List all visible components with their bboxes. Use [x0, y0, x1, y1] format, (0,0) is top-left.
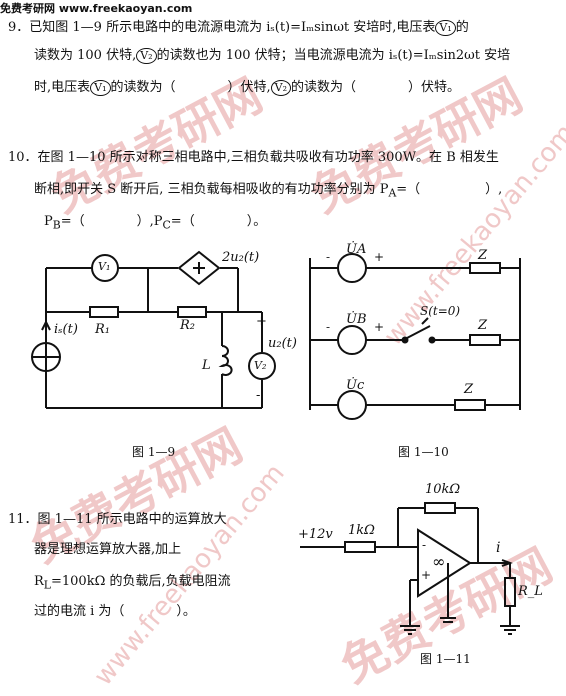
fig10-z-c: Z: [464, 382, 474, 397]
fig10-plus-a: +: [374, 250, 385, 264]
fig9-plus-label: +: [256, 314, 267, 329]
fig10-minus-b: -: [326, 320, 331, 334]
fig10-uc-label: U̇c: [346, 378, 365, 393]
q10-line3: PB=（ ）,PC=（ ）。: [44, 212, 266, 236]
fig9-src-label: 2u₂(t): [222, 250, 260, 265]
voltmeter-v1-symbol: V₁: [90, 80, 111, 96]
q10-text: =（ ）。: [170, 214, 267, 229]
q10-sub: C: [162, 218, 171, 232]
fig10-caption: 图 1—10: [398, 445, 449, 459]
figure-1-11: [300, 502, 520, 635]
fig11-inf-label: ∞: [432, 552, 446, 571]
fig10-z-a: Z: [478, 248, 488, 263]
fig9-v2-label: V₂: [254, 359, 267, 372]
q11-line1: 11．图 1—11 所示电路中的运算放大: [8, 512, 227, 527]
voltmeter-v1-symbol: V₁: [435, 20, 456, 36]
fig9-l-label: L: [202, 358, 211, 373]
fig9-minus-label: -: [256, 388, 261, 403]
fig9-r2-label: R₂: [180, 318, 195, 333]
fig9-is-label: iₛ(t): [54, 322, 78, 337]
figure-1-10: [309, 253, 521, 420]
q9-text: 读数为 100 伏特,: [34, 48, 137, 63]
q9-text: 的读数也为 100 伏特；当电流源电流为 iₛ(t)=Iₘsin2ωt 安培: [156, 48, 511, 63]
fig11-caption: 图 1—11: [420, 652, 471, 666]
q9-line1: 9．已知图 1—9 所示电路中的电流源电流为 iₛ(t)=Iₘsinωt 安培时…: [8, 18, 469, 38]
fig11-rf-label: 10kΩ: [425, 482, 461, 497]
q11-line3: RL=100kΩ 的负载后,负载电阻流: [34, 572, 231, 596]
q9-text: 时,电压表: [34, 80, 91, 95]
q11-sub: L: [43, 578, 51, 592]
q10-sub: B: [52, 218, 61, 232]
fig11-minus-label: -: [422, 538, 427, 552]
fig10-z-b: Z: [478, 318, 488, 333]
voltmeter-v2-symbol: V₂: [270, 80, 291, 96]
fig9-v1-label: V₁: [98, 260, 111, 273]
q10-text: P: [44, 214, 53, 229]
fig10-plus-b: +: [374, 320, 385, 334]
fig9-r1-label: R₁: [95, 322, 110, 337]
q10-line1: 10．在图 1—10 所示对称三相电路中,三相负载共吸收有功功率 300W。在 …: [8, 150, 499, 165]
fig9-u2-label: u₂(t): [268, 336, 297, 351]
q11-text: =100kΩ 的负载后,负载电阻流: [51, 574, 231, 589]
q10-text: 断相,即开关 S 断开后, 三相负载每相吸收的有功功率分别为 P: [34, 182, 389, 197]
fig10-switch-label: S(t=0): [420, 304, 461, 318]
q9-text: 的读数为（ ）伏特。: [291, 80, 461, 95]
fig11-i-label: i: [496, 540, 501, 556]
fig11-rl-label: R_L: [518, 584, 543, 599]
fig10-minus-a: -: [326, 250, 331, 264]
q11-line4: 过的电流 i 为（ ）。: [34, 604, 196, 619]
q10-line2: 断相,即开关 S 断开后, 三相负载每相吸收的有功功率分别为 PA=（ ）,: [34, 180, 502, 204]
fig11-vin-label: +12v: [298, 527, 333, 542]
site-header: 免费考研网 www.freekaoyan.com: [0, 2, 193, 15]
fig9-caption: 图 1—9: [132, 445, 176, 459]
voltmeter-v2-symbol: V₂: [136, 48, 157, 64]
q9-text: 9．已知图 1—9 所示电路中的电流源电流为 iₛ(t)=Iₘsinωt 安培时…: [8, 20, 436, 35]
fig10-ua-label: U̇A: [346, 242, 367, 257]
fig10-ub-label: U̇B: [346, 312, 367, 327]
fig11-r1-label: 1kΩ: [348, 523, 375, 538]
q11-text: R: [34, 574, 44, 589]
fig11-plus-label: +: [421, 568, 432, 582]
q10-sub: A: [388, 186, 397, 200]
q10-text: =（ ）,: [396, 182, 503, 197]
q11-line2: 器是理想运算放大器,加上: [34, 542, 182, 557]
figure-1-9: [31, 250, 276, 409]
q9-text: 的: [455, 20, 469, 35]
q9-text: 的读数为（ ）伏特,: [110, 80, 271, 95]
q10-text: =（ ）,P: [60, 214, 163, 229]
